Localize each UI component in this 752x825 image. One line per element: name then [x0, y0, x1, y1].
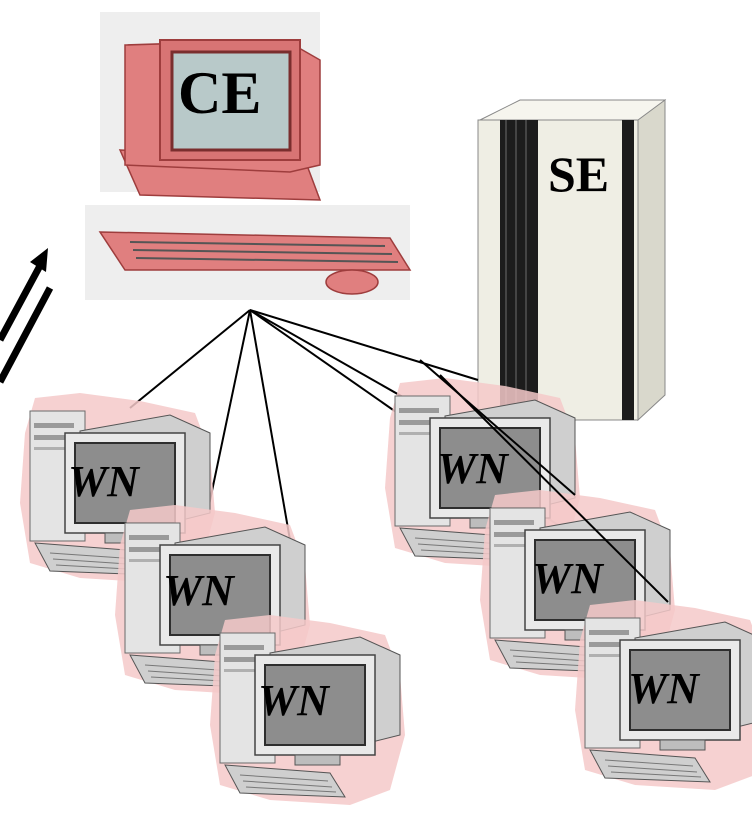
- ce-computer: [85, 12, 412, 300]
- se-server: [477, 99, 667, 422]
- wn-label: WN: [163, 566, 236, 615]
- wn-label: WN: [532, 554, 605, 603]
- wn-label: WN: [258, 676, 331, 725]
- connection-links-overlay: [419, 359, 669, 603]
- wn-label: WN: [437, 444, 510, 493]
- wn-label: WN: [68, 457, 141, 506]
- se-label: SE: [548, 146, 609, 202]
- up-right-arrow-icon: [0, 248, 54, 384]
- ce-label: CE: [178, 60, 261, 126]
- wn-label: WN: [628, 664, 701, 713]
